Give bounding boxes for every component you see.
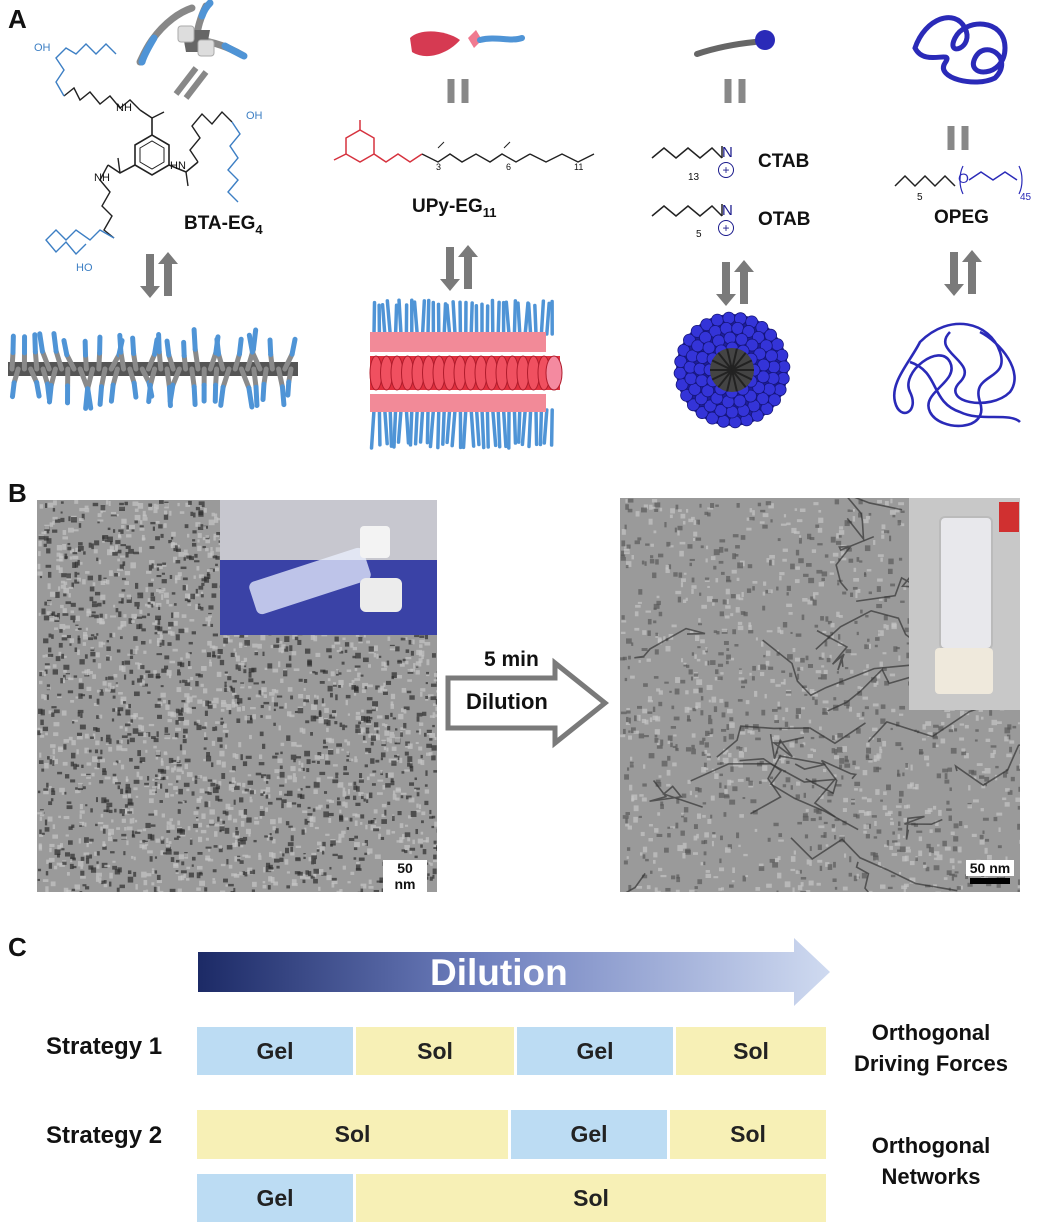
scale-bar-left: 50 nm	[383, 860, 427, 892]
opeg-o-label: O	[958, 170, 969, 186]
arrow-label-time: 5 min	[484, 648, 539, 671]
opeg-coil	[892, 322, 1021, 428]
equilibrium-arrow-surfactant	[716, 260, 754, 306]
bta-oh-label: OH	[34, 42, 51, 54]
s1-bar-1: Gel	[197, 1027, 353, 1075]
opeg-sub-45: 45	[1020, 192, 1032, 203]
dilution-gradient-arrow	[198, 938, 830, 1006]
equilibrium-arrow-opeg	[944, 250, 982, 296]
opeg-cartoon	[912, 15, 1008, 85]
strategy-2-label: Strategy 2	[46, 1122, 163, 1149]
s1-bar-3: Gel	[517, 1027, 673, 1075]
s2-row2-bar-1: Gel	[197, 1174, 353, 1222]
s1-bar-2: Sol	[356, 1027, 514, 1075]
upy-cartoon	[410, 30, 525, 57]
cap-icon	[360, 526, 390, 558]
dilution-arrow	[445, 657, 610, 749]
upy-sub-11: 11	[574, 162, 584, 172]
cryo-tem-image-after: 50 nm	[620, 498, 1020, 892]
bta-nh-label: NH	[116, 102, 132, 114]
opeg-sub-5: 5	[917, 192, 923, 203]
s2-row2-bar-2: Sol	[356, 1174, 826, 1222]
cap-icon-inverted	[935, 648, 993, 694]
equilibrium-arrow-upy	[440, 245, 478, 291]
bta-fiber-assembly	[8, 327, 298, 411]
ctab-n-label: N	[722, 144, 733, 161]
upy-sub-3: 3	[436, 162, 442, 172]
panel-label-a: A	[8, 4, 27, 34]
ctab-sub-13: 13	[688, 172, 700, 183]
upy-fiber-bundle	[369, 298, 563, 450]
vial-photo-inverted	[909, 498, 1020, 710]
otab-label: OTAB	[758, 209, 811, 230]
ctab-charge-icon: +	[718, 162, 734, 178]
equals-sign-upy	[447, 79, 469, 103]
upy-structure	[333, 120, 595, 163]
opeg-structure	[894, 165, 1023, 195]
gradient-label: Dilution	[430, 952, 568, 993]
vial-icon-inverted	[939, 516, 993, 650]
upy-sub-6: 6	[506, 162, 512, 172]
panel-label-c: C	[8, 932, 27, 962]
s2-side-label: Orthogonal Networks	[871, 1133, 991, 1189]
equals-sign-opeg	[947, 126, 969, 150]
ctab-structure	[651, 146, 723, 217]
s2-row1-bar-3: Sol	[670, 1110, 826, 1159]
opeg-label: OPEG	[934, 207, 989, 228]
bta-oh-label-2: OH	[246, 110, 263, 122]
vial-photo-gel	[220, 500, 437, 635]
equilibrium-arrow-bta	[140, 252, 178, 298]
otab-n-label: N	[722, 202, 733, 219]
bta-nh-label-2: NH	[94, 172, 110, 184]
bta-eg4-label: BTA-EG4	[184, 213, 263, 237]
cap-icon-2	[360, 578, 402, 612]
surfactant-cartoon	[694, 30, 775, 57]
otab-charge-icon: +	[718, 220, 734, 236]
bta-structure	[45, 43, 241, 256]
bta-hn-label: HN	[170, 160, 186, 172]
arrow-label-dilution: Dilution	[466, 689, 548, 714]
strategy-1-label: Strategy 1	[46, 1033, 163, 1060]
equals-sign-bta	[173, 66, 209, 100]
s2-row1-bar-1: Sol	[197, 1110, 508, 1159]
cryo-tem-image-before: 50 nm	[37, 500, 437, 892]
otab-sub-5: 5	[696, 229, 702, 240]
s1-side-label: Orthogonal Driving Forces	[853, 1020, 1009, 1076]
bta-ho-label: HO	[76, 262, 93, 274]
ctab-label: CTAB	[758, 151, 810, 172]
equals-sign-surfactant	[724, 79, 746, 103]
scale-bar-right: 50 nm	[966, 860, 1014, 884]
panel-label-b: B	[8, 478, 27, 508]
bta-cartoon	[136, 0, 248, 66]
micelle	[673, 311, 791, 429]
s2-row1-bar-2: Gel	[511, 1110, 667, 1159]
upy-eg11-label: UPy-EG11	[412, 196, 497, 220]
s1-bar-4: Sol	[676, 1027, 826, 1075]
